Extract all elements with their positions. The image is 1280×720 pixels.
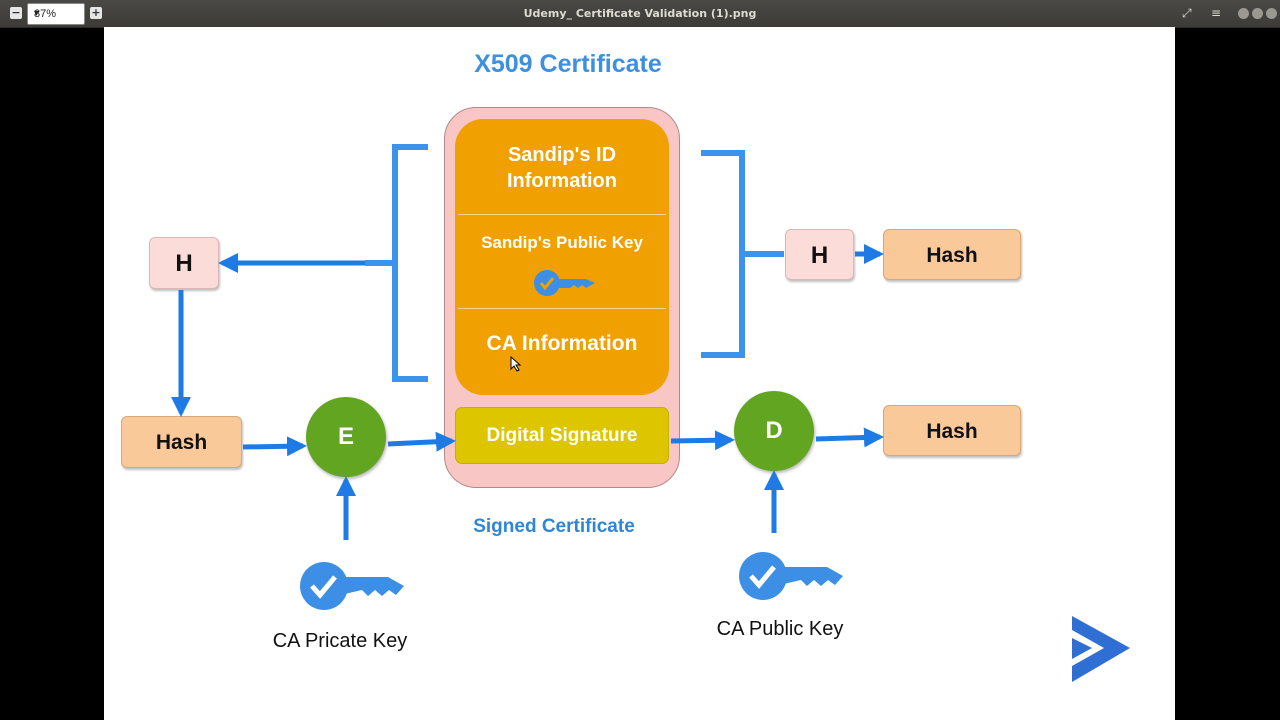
- hash-function-box-right: H: [785, 229, 854, 280]
- hash-function-box-left: H: [149, 237, 219, 289]
- hash-box-right-top: Hash: [883, 229, 1021, 280]
- zoom-select[interactable]: 87% ▾: [27, 3, 85, 25]
- certificate-divider: [458, 214, 666, 215]
- arrow-hash-to-e: [242, 436, 307, 457]
- certificate-body: [455, 119, 669, 395]
- hamburger-menu-icon[interactable]: ≡: [1211, 6, 1222, 20]
- maximize-button[interactable]: [1252, 8, 1263, 19]
- minimize-button[interactable]: [1238, 8, 1249, 19]
- window-title: Udemy_ Certificate Validation (1).png: [523, 7, 757, 20]
- zoom-in-button[interactable]: +: [90, 6, 102, 19]
- decrypt-circle: D: [734, 391, 814, 471]
- private-key-icon: [300, 562, 404, 610]
- close-button[interactable]: [1266, 8, 1277, 19]
- public-key-text: Sandip's Public Key: [481, 233, 643, 252]
- certificate-heading: X509 Certificate: [474, 50, 662, 78]
- certificate-divider: [458, 308, 666, 309]
- zoom-out-button[interactable]: −: [10, 6, 22, 19]
- chevron-down-icon: ▾: [34, 8, 40, 19]
- public-key-large-icon: [739, 552, 843, 600]
- zoom-value: 87%: [34, 8, 57, 20]
- id-info-line1: Sandip's ID: [507, 144, 617, 166]
- expand-icon[interactable]: ⤢: [1182, 6, 1192, 20]
- mouse-cursor-icon: [510, 355, 522, 372]
- brand-logo-icon: [1072, 616, 1130, 682]
- hash-box-right-bottom: Hash: [883, 405, 1021, 456]
- ca-info-text: CA Information: [486, 332, 638, 355]
- arrow-signature-to-d: [670, 430, 735, 451]
- window-titlebar: − 87% ▾ + Udemy_ Certificate Validation …: [0, 0, 1280, 28]
- arrow-e-to-signature: [387, 431, 456, 452]
- digital-signature-box: Digital Signature: [455, 407, 669, 464]
- hash-box-left: Hash: [121, 416, 242, 468]
- signed-certificate-label: Signed Certificate: [473, 516, 635, 537]
- public-key-icon: [534, 270, 595, 296]
- id-info-text: Sandip's ID Information: [455, 142, 669, 194]
- left-bracket: [365, 144, 428, 382]
- encrypt-circle: E: [306, 397, 386, 477]
- arrow-d-to-hash: [815, 427, 884, 448]
- right-bracket: [701, 150, 745, 358]
- public-key-label: CA Public Key: [716, 618, 844, 640]
- id-info-line2: Information: [507, 170, 617, 192]
- private-key-label: CA Pricate Key: [272, 630, 408, 652]
